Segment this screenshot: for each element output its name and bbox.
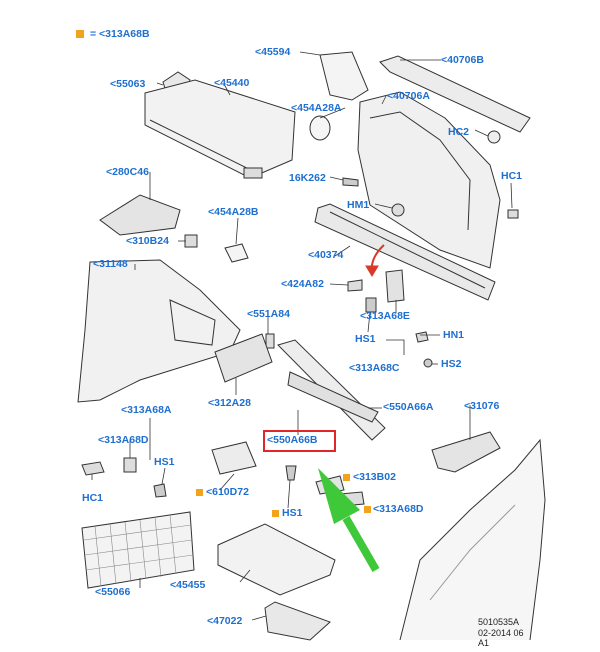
label-550A66A: <550A66A (383, 401, 434, 413)
highlight-box (263, 430, 336, 452)
marker-HS1 (272, 510, 279, 517)
part-HC2 (487, 130, 501, 144)
part-280C46 (99, 194, 181, 236)
doc-sheet: A1 (478, 638, 490, 648)
label-40706A: <40706A (387, 90, 430, 102)
label-47022: <47022 (207, 615, 243, 627)
part-16K262 (342, 177, 359, 187)
legend-marker (76, 30, 84, 38)
label-HS1-left: HS1 (154, 456, 175, 468)
label-40706B: <40706B (441, 54, 484, 66)
label-55066: <55066 (95, 586, 131, 598)
label-454A28B: <454A28B (208, 206, 259, 218)
label-313A68D: <313A68D (98, 434, 149, 446)
part-31076 (431, 431, 501, 473)
part-550A66A (277, 339, 386, 441)
label-HS1-mid: HS1 (355, 333, 376, 345)
part-HN1 (415, 331, 429, 343)
label-HN1: HN1 (443, 329, 465, 341)
label-313A68D-right: <313A68D (373, 503, 424, 515)
legend-text: = <313A68B (90, 28, 150, 40)
label-55063: <55063 (110, 78, 146, 90)
doc-date: 02-2014 06 (478, 627, 524, 638)
label-31148: <31148 (93, 258, 128, 270)
part-424A82 (347, 279, 363, 292)
part-45440 (144, 79, 296, 179)
part-454A28B (224, 243, 249, 263)
part-313A68D-left (123, 457, 137, 473)
part-40706B (379, 55, 531, 133)
part-45594 (319, 51, 369, 101)
marker-313B02 (343, 474, 350, 481)
label-454A28A: <454A28A (291, 102, 342, 114)
part-HC1-top (507, 209, 519, 219)
label-HM1: HM1 (347, 199, 370, 211)
label-45594: <45594 (255, 46, 291, 58)
part-313A68E (385, 269, 405, 303)
part-310B24 (184, 234, 198, 248)
label-HC1-left: HC1 (82, 492, 104, 504)
part-45455 (217, 523, 336, 596)
part-551A84 (265, 333, 275, 349)
label-40374: <40374 (308, 249, 344, 261)
label-313B02: <313B02 (353, 471, 396, 483)
part-40706A (357, 91, 501, 269)
label-550A66B: <550A66B (267, 434, 318, 446)
label-312A28: <312A28 (208, 397, 251, 409)
label-HC1-top: HC1 (501, 170, 523, 182)
part-HS2 (423, 358, 433, 368)
marker-610D72 (196, 489, 203, 496)
label-313A68C: <313A68C (349, 362, 400, 374)
label-313A68E: <313A68E (360, 310, 410, 322)
part-31148 (77, 259, 241, 403)
doc-number: 5010535A (478, 617, 520, 627)
part-55066 (81, 511, 195, 589)
label-280C46: <280C46 (106, 166, 149, 178)
label-310B24: <310B24 (126, 235, 169, 247)
document-reference: 5010535A 02-2014 06 A1 (478, 617, 524, 649)
label-45455: <45455 (170, 579, 206, 591)
label-31076: <31076 (464, 400, 500, 412)
part-40374 (314, 203, 496, 301)
part-47022 (264, 601, 331, 641)
part-312A28 (214, 333, 273, 383)
label-HS1-bottom: HS1 (282, 507, 303, 519)
label-HS2: HS2 (441, 358, 462, 370)
label-16K262: 16K262 (289, 172, 326, 184)
label-HC2: HC2 (448, 126, 470, 138)
green-pointer-arrow (318, 468, 380, 572)
label-45440: <45440 (214, 77, 250, 89)
part-HM1 (391, 203, 405, 217)
legend: = <313A68B (76, 28, 150, 40)
part-body-side (399, 438, 546, 641)
label-551A84: <551A84 (247, 308, 290, 320)
part-610D72 (211, 441, 257, 475)
label-610D72: <610D72 (206, 486, 249, 498)
label-313A68A: <313A68A (121, 404, 172, 416)
part-454A28A (309, 115, 331, 141)
marker-313A68D (364, 506, 371, 513)
label-424A82: <424A82 (281, 278, 324, 290)
